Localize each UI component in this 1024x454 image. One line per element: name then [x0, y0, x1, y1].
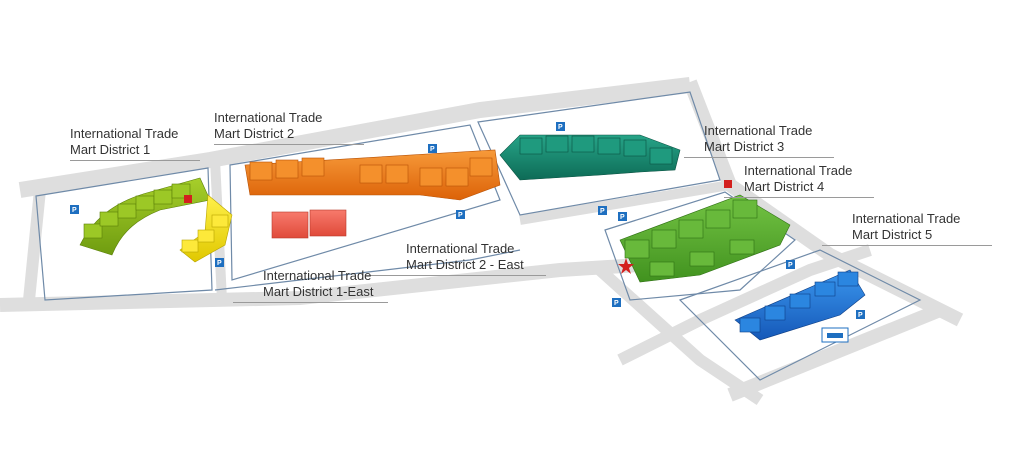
district-1-buildings [79, 177, 211, 256]
leader-line [214, 144, 364, 145]
svg-text:P: P [430, 146, 435, 153]
leader-line [233, 302, 388, 303]
leader-line [70, 160, 200, 161]
label-district-5: International Trade Mart District 5 [822, 211, 992, 246]
parking-icon: P P P P P P P P P P [70, 122, 865, 319]
label-district-5-line1: International Trade [852, 211, 961, 226]
label-district-2-east: International Trade Mart District 2 - Ea… [366, 241, 546, 276]
first-aid-icon [184, 180, 732, 203]
bus-icon [821, 327, 849, 343]
leader-line [822, 245, 992, 246]
label-district-1-east: International Trade Mart District 1-East [233, 268, 388, 303]
svg-text:P: P [458, 212, 463, 219]
district-5-buildings [734, 269, 866, 341]
label-district-3-line2: Mart District 3 [704, 139, 785, 154]
area-outlines [35, 91, 922, 381]
district-1-east-buildings [179, 194, 233, 263]
label-district-2-line2: Mart District 2 [214, 126, 295, 141]
svg-text:P: P [217, 260, 222, 267]
label-district-3-line1: International Trade [704, 123, 813, 138]
label-district-2-line1: International Trade [214, 110, 323, 125]
label-district-5-line2: Mart District 5 [852, 227, 933, 242]
svg-text:P: P [788, 262, 793, 269]
district-2-buildings [244, 149, 501, 201]
label-district-2: International Trade Mart District 2 [214, 110, 364, 145]
svg-text:P: P [558, 124, 563, 131]
label-district-4-line1: International Trade [744, 163, 853, 178]
label-district-1: International Trade Mart District 1 [70, 126, 200, 161]
leader-line [684, 157, 834, 158]
svg-text:P: P [858, 312, 863, 319]
district-3-buildings [499, 134, 681, 181]
label-district-1-line2: Mart District 1 [70, 142, 151, 157]
svg-text:P: P [620, 214, 625, 221]
label-district-2-east-line1: International Trade [406, 241, 515, 256]
label-district-1-east-line1: International Trade [263, 268, 372, 283]
star-marker-icon [618, 258, 634, 274]
district-2-east-buildings [271, 209, 347, 239]
district-4-buildings [619, 194, 791, 283]
label-district-4: International Trade Mart District 4 [724, 163, 874, 198]
label-district-2-east-line2: Mart District 2 - East [406, 257, 524, 272]
label-district-3: International Trade Mart District 3 [684, 123, 834, 158]
svg-text:P: P [72, 207, 77, 214]
svg-text:P: P [614, 300, 619, 307]
leader-line [366, 275, 546, 276]
label-district-4-line2: Mart District 4 [744, 179, 825, 194]
leader-line [724, 197, 874, 198]
label-district-1-line1: International Trade [70, 126, 179, 141]
label-district-1-east-line2: Mart District 1-East [263, 284, 374, 299]
svg-text:P: P [600, 208, 605, 215]
